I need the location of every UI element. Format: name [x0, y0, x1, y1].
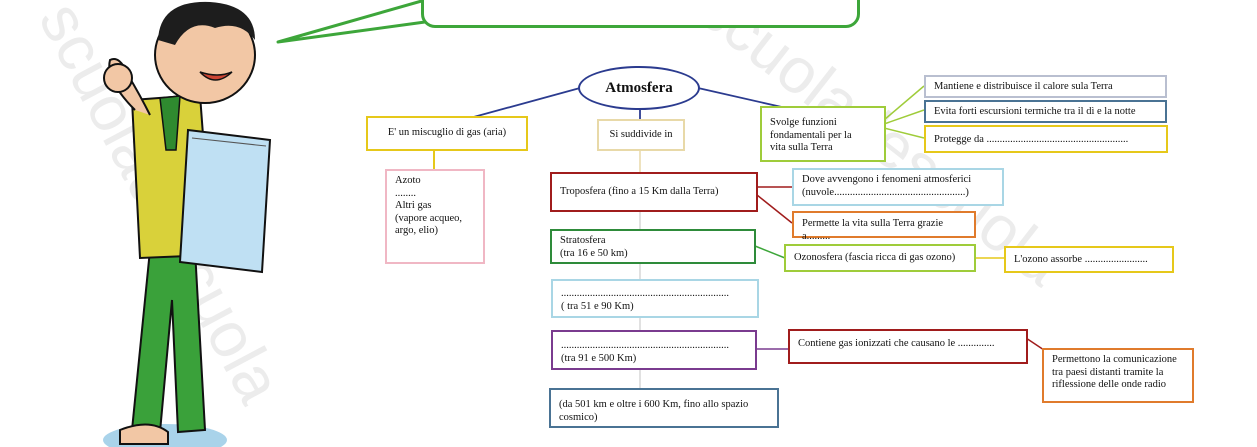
layer-troposfera-label: Troposfera (fino a 15 Km dalla Terra) [560, 186, 719, 197]
title-atmosfera: Atmosfera [578, 66, 700, 110]
layer-stratosfera: Stratosfera (tra 16 e 50 km) [550, 229, 756, 264]
layer-termosfera-label: ........................................… [561, 340, 729, 364]
suddivide-box: Si suddivide in [597, 119, 685, 151]
comunicazione-box: Permettono la comunicazione tra paesi di… [1042, 348, 1194, 403]
ozonosfera-box: Ozonosfera (fascia ricca di gas ozono) [784, 244, 976, 272]
vita-box: Permette la vita sulla Terra grazie a...… [792, 211, 976, 242]
vita-text: Permette la vita sulla Terra grazie a...… [802, 218, 944, 242]
layer-mesosfera: ........................................… [551, 279, 759, 318]
layer-esosfera-label: (da 501 km e oltre i 600 Km, fino allo s… [559, 399, 749, 423]
boy-illustration [103, 1, 272, 447]
escursioni-text: Evita forti escursioni termiche tra il d… [934, 106, 1136, 117]
speech-bubble [421, 0, 860, 28]
fenomeni-box: Dove avvengono i fenomeni atmosferici (n… [792, 168, 1004, 206]
ozonosfera-text: Ozonosfera (fascia ricca di gas ozono) [794, 252, 956, 263]
layer-esosfera: (da 501 km e oltre i 600 Km, fino allo s… [549, 388, 779, 428]
fenomeni-text: Dove avvengono i fenomeni atmosferici (n… [802, 174, 972, 198]
ionizzati-text: Contiene gas ionizzati che causano le ..… [798, 338, 995, 349]
suddivide-label: Si suddivide in [609, 129, 673, 140]
comunicazione-text: Permettono la comunicazione tra paesi di… [1052, 354, 1177, 390]
escursioni-box: Evita forti escursioni termiche tra il d… [924, 100, 1167, 123]
miscuglio-label: E' un miscuglio di gas (aria) [387, 127, 507, 138]
gases-text: Azoto ........ Altri gas (vapore acqueo,… [395, 175, 463, 236]
layer-stratosfera-label: Stratosfera (tra 16 e 50 km) [560, 235, 628, 259]
calore-box: Mantiene e distribuisce il calore sula T… [924, 75, 1167, 98]
layer-mesosfera-label: ........................................… [561, 288, 729, 312]
ozono-text: L'ozono assorbe ........................ [1014, 254, 1148, 265]
calore-text: Mantiene e distribuisce il calore sula T… [934, 81, 1113, 92]
gases-box: Azoto ........ Altri gas (vapore acqueo,… [385, 169, 485, 264]
ionizzati-box: Contiene gas ionizzati che causano le ..… [788, 329, 1028, 364]
protegge-text: Protegge da ............................… [934, 134, 1129, 145]
funzioni-box: Svolge funzioni fondamentali per la vita… [760, 106, 886, 162]
protegge-box: Protegge da ............................… [924, 125, 1168, 153]
miscuglio-box: E' un miscuglio di gas (aria) [366, 116, 528, 151]
ozono-box: L'ozono assorbe ........................ [1004, 246, 1174, 273]
funzioni-text: Svolge funzioni fondamentali per la vita… [770, 117, 852, 153]
layer-troposfera: Troposfera (fino a 15 Km dalla Terra) [550, 172, 758, 212]
layer-termosfera: ........................................… [551, 330, 757, 370]
